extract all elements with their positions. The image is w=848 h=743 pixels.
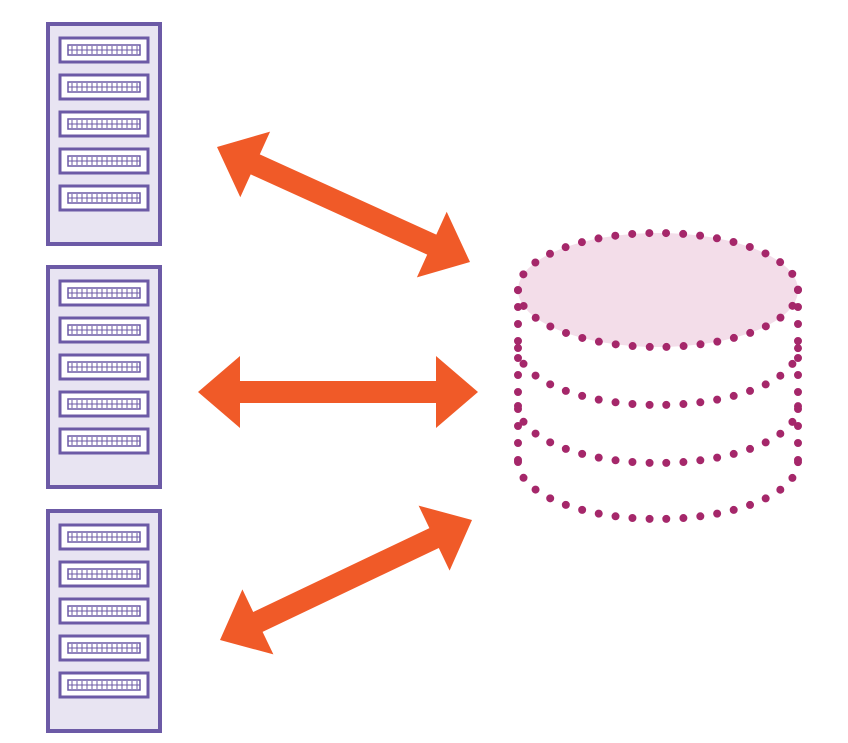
database-top-fill xyxy=(518,233,798,347)
drive-bay xyxy=(58,316,150,344)
server-rack-icon xyxy=(46,22,162,246)
drive-bay xyxy=(58,184,150,212)
drive-bay xyxy=(58,390,150,418)
double-arrow-icon xyxy=(217,131,470,278)
drive-bay xyxy=(58,279,150,307)
drive-bay xyxy=(58,597,150,625)
database-group xyxy=(514,229,802,523)
drive-bay xyxy=(58,634,150,662)
double-arrow-icon xyxy=(198,356,478,428)
drive-bay xyxy=(58,110,150,138)
drive-bay xyxy=(58,427,150,455)
drive-bay xyxy=(58,560,150,588)
database-layer-line xyxy=(514,402,802,467)
server-rack-icon xyxy=(46,265,162,489)
drive-bay xyxy=(58,353,150,381)
servers-group xyxy=(46,22,162,733)
drive-bay xyxy=(58,523,150,551)
server-rack-icon xyxy=(46,509,162,733)
database-layer-line xyxy=(514,344,802,409)
arrows-group xyxy=(198,131,478,655)
drive-bay xyxy=(58,73,150,101)
double-arrow-icon xyxy=(220,505,472,655)
database-cylinder-icon xyxy=(514,229,802,523)
drive-bay xyxy=(58,36,150,64)
drive-bay xyxy=(58,671,150,699)
drive-bay xyxy=(58,147,150,175)
database-bottom-rim xyxy=(514,458,802,523)
